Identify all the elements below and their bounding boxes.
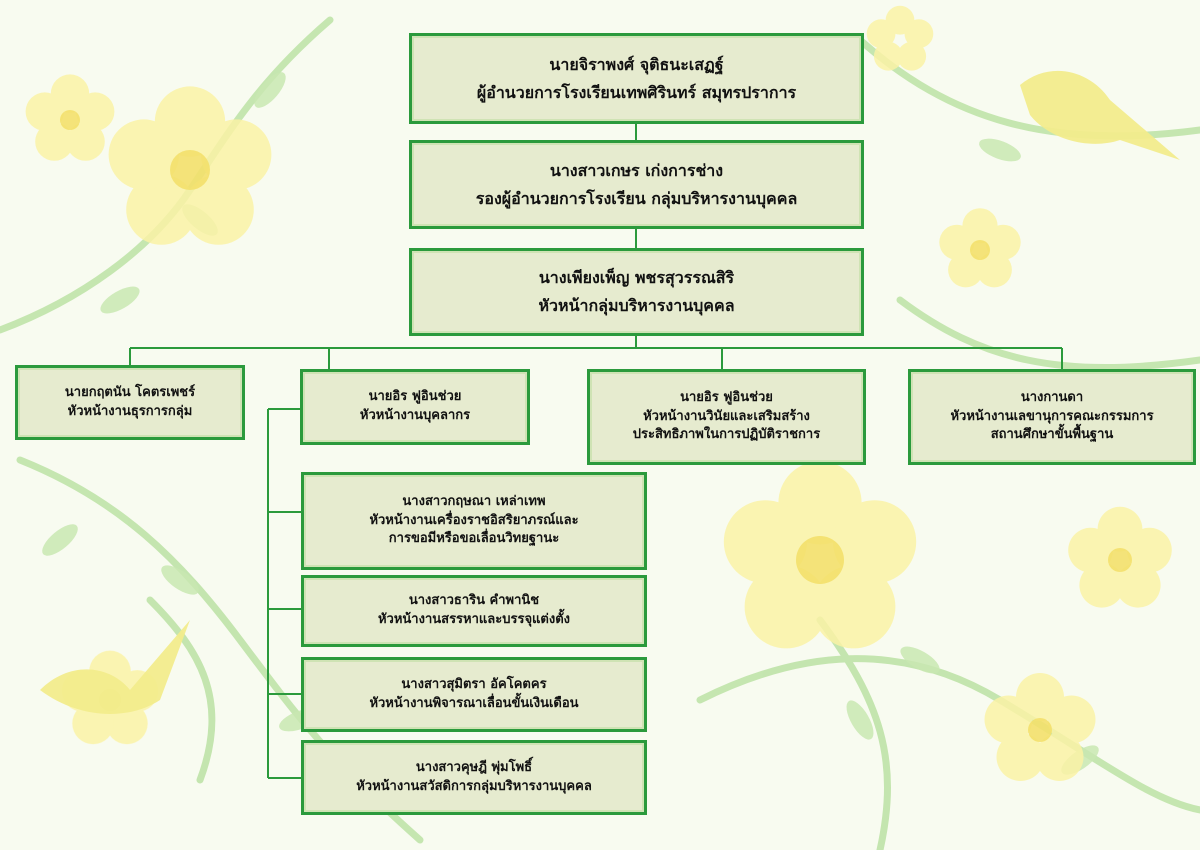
unit-admin-box: นายกฤตนัน โคตรเพชร์ หัวหน้างานธุรการกลุ่… <box>15 365 245 440</box>
sub-unit-recruitment-box: นางสาวธาริน คำพานิช หัวหน้างานสรรหาและบร… <box>301 575 647 647</box>
sub-unit-decorations-box: นางสาวกฤษณา เหล่าเทพ หัวหน้างานเครื่องรา… <box>301 472 647 570</box>
sub-unit-salary-box: นางสาวสุมิตรา อัคโคตคร หัวหน้างานพิจารณา… <box>301 657 647 732</box>
group-head-box: นางเพียงเพ็ญ พชรสุวรรณสิริ หัวหน้ากลุ่มบ… <box>409 248 864 336</box>
sub-unit-name: นางสาวสุมิตรา อัคโคตคร <box>401 676 547 692</box>
unit-title: ประสิทธิภาพในการปฏิบัติราชการ <box>632 427 821 443</box>
unit-personnel-box: นายอิร ฟูอินช่วย หัวหน้างานบุคลากร <box>300 369 530 445</box>
sub-unit-welfare-box: นางสาวคุษฎี พุ่มโพธิ์ หัวหน้างานสวัสดิกา… <box>301 740 647 815</box>
unit-secretariat-box: นางกานดา หัวหน้างานเลขานุการคณะกรรมการ ส… <box>908 369 1196 465</box>
unit-title: สถานศึกษาขั้นพื้นฐาน <box>990 427 1114 443</box>
unit-title: หัวหน้างานเลขานุการคณะกรรมการ <box>950 408 1154 424</box>
unit-name: นางกานดา <box>1020 389 1084 405</box>
sub-unit-name: นางสาวกฤษณา เหล่าเทพ <box>402 493 546 509</box>
director-title: ผู้อำนวยการโรงเรียนเทพศิรินทร์ สมุทรปราก… <box>476 82 797 102</box>
sub-unit-name: นางสาวธาริน คำพานิช <box>408 593 540 609</box>
group-head-name: นางเพียงเพ็ญ พชรสุวรรณสิริ <box>538 268 735 287</box>
unit-name: นายกฤตนัน โคตรเพชร์ <box>64 384 196 400</box>
sub-unit-title: หัวหน้างานสรรหาและบรรจุแต่งตั้ง <box>377 612 571 627</box>
deputy-name: นางสาวเกษร เก่งการช่าง <box>549 160 724 180</box>
sub-unit-title: หัวหน้างานพิจารณาเลื่อนขั้นเงินเดือน <box>369 695 579 711</box>
unit-title: หัวหน้างานธุรการกลุ่ม <box>67 403 193 419</box>
director-box: นายจิราพงศ์ จุติธนะเสฏฐ์ ผู้อำนวยการโรงเ… <box>409 33 864 124</box>
unit-name: นายอิร ฟูอินช่วย <box>368 389 462 405</box>
unit-title: หัวหน้างานบุคลากร <box>359 408 471 423</box>
sub-unit-title: การขอมีหรือขอเลื่อนวิทยฐานะ <box>388 531 560 547</box>
unit-name: นายอิร ฟูอินช่วย <box>680 389 773 405</box>
unit-discipline-box: นายอิร ฟูอินช่วย หัวหน้างานวินัยและเสริม… <box>587 369 866 465</box>
director-name: นายจิราพงศ์ จุติธนะเสฏฐ์ <box>549 54 724 74</box>
deputy-title: รองผู้อำนวยการโรงเรียน กลุ่มบริหารงานบุค… <box>475 188 798 208</box>
sub-unit-name: นางสาวคุษฎี พุ่มโพธิ์ <box>415 759 533 775</box>
deputy-director-box: นางสาวเกษร เก่งการช่าง รองผู้อำนวยการโรง… <box>409 140 864 229</box>
unit-title: หัวหน้างานวินัยและเสริมสร้าง <box>643 408 810 424</box>
sub-unit-title: หัวหน้างานสวัสดิการกลุ่มบริหารงานบุคคล <box>356 778 592 794</box>
sub-unit-title: หัวหน้างานเครื่องราชอิสริยาภรณ์และ <box>369 512 579 528</box>
group-head-title: หัวหน้ากลุ่มบริหารงานบุคคล <box>538 296 735 315</box>
